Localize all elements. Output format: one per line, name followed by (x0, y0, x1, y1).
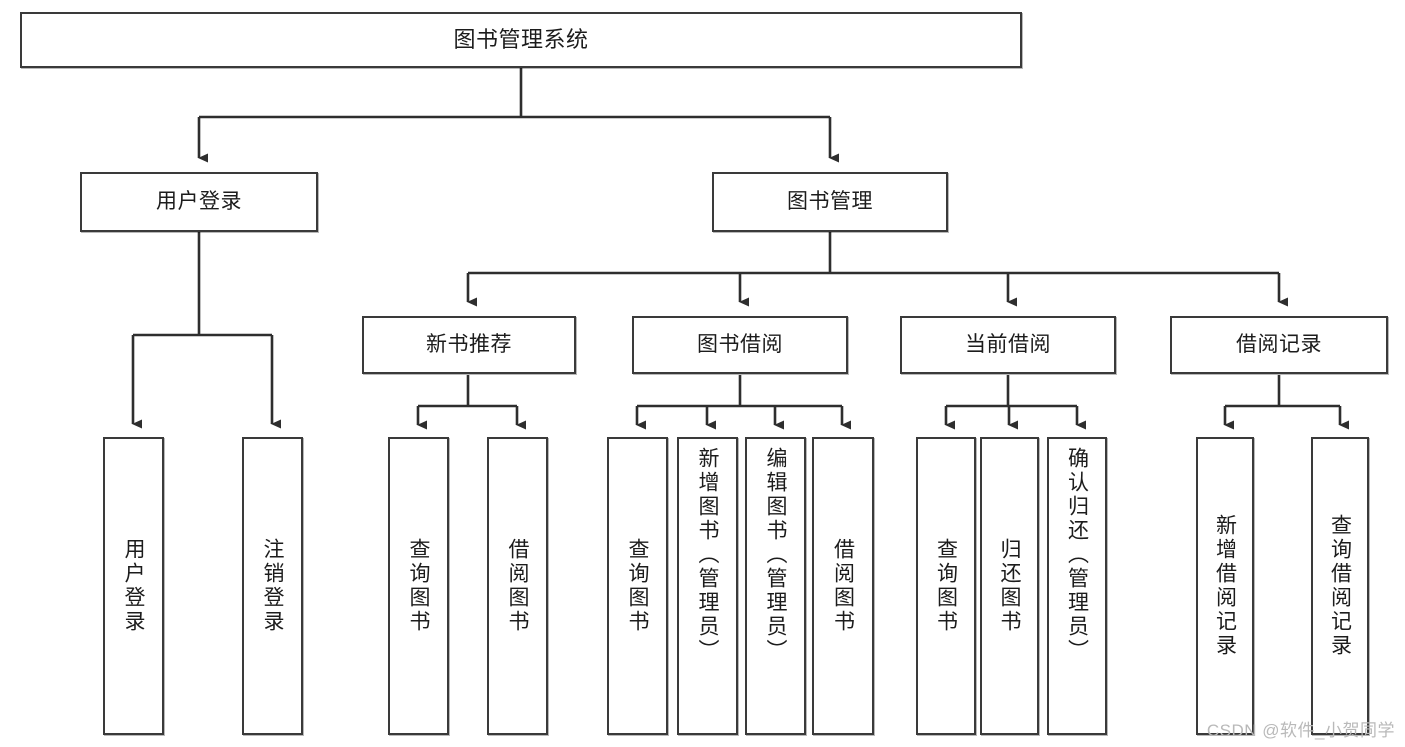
node-current-borrow-label: 当前借阅 (965, 333, 1051, 357)
node-new-book-recommendation-label: 新书推荐 (426, 333, 512, 357)
leaf-user-login[interactable]: 用户登录 (103, 437, 164, 735)
leaf-query-book-recommendation-label: 查询图书 (407, 538, 430, 634)
node-book-borrow-label: 图书借阅 (697, 333, 783, 357)
leaf-add-borrow-record[interactable]: 新增借阅记录 (1196, 437, 1254, 735)
node-borrow-record[interactable]: 借阅记录 (1170, 316, 1388, 374)
leaf-return-book-label: 归还图书 (998, 538, 1021, 634)
leaf-return-book[interactable]: 归还图书 (980, 437, 1039, 735)
leaf-borrow-book-borrow-label: 借阅图书 (831, 538, 855, 634)
leaf-confirm-return-admin[interactable]: 确认归还（管理员） (1047, 437, 1107, 735)
node-book-borrow[interactable]: 图书借阅 (632, 316, 848, 374)
leaf-query-borrow-record[interactable]: 查询借阅记录 (1311, 437, 1369, 735)
leaf-query-book-current[interactable]: 查询图书 (916, 437, 976, 735)
node-new-book-recommendation[interactable]: 新书推荐 (362, 316, 576, 374)
leaf-confirm-return-admin-label: 确认归还（管理员） (1065, 447, 1089, 663)
node-current-borrow[interactable]: 当前借阅 (900, 316, 1116, 374)
leaf-user-login-label: 用户登录 (122, 538, 145, 634)
watermark: CSDN @软件_小贺同学 (1206, 721, 1395, 740)
leaf-edit-book-admin-label: 编辑图书（管理员） (764, 447, 787, 663)
leaf-add-borrow-record-label: 新增借阅记录 (1213, 514, 1237, 658)
node-user-login[interactable]: 用户登录 (80, 172, 318, 232)
leaf-logout[interactable]: 注销登录 (242, 437, 303, 735)
leaf-add-book-admin[interactable]: 新增图书（管理员） (677, 437, 738, 735)
leaf-query-book-borrow-label: 查询图书 (626, 538, 649, 634)
node-book-management[interactable]: 图书管理 (712, 172, 948, 232)
leaf-query-book-borrow[interactable]: 查询图书 (607, 437, 668, 735)
leaf-query-borrow-record-label: 查询借阅记录 (1328, 514, 1352, 658)
node-borrow-record-label: 借阅记录 (1236, 333, 1322, 357)
leaf-add-book-admin-label: 新增图书（管理员） (696, 447, 719, 663)
leaf-edit-book-admin[interactable]: 编辑图书（管理员） (745, 437, 806, 735)
leaf-logout-label: 注销登录 (261, 538, 284, 634)
leaf-borrow-book-borrow[interactable]: 借阅图书 (812, 437, 874, 735)
node-root-label: 图书管理系统 (453, 26, 589, 52)
node-root[interactable]: 图书管理系统 (20, 12, 1022, 68)
leaf-query-book-current-label: 查询图书 (934, 538, 958, 634)
node-user-login-label: 用户登录 (156, 190, 242, 214)
leaf-query-book-recommendation[interactable]: 查询图书 (388, 437, 449, 735)
leaf-borrow-book-recommendation-label: 借阅图书 (506, 538, 529, 634)
leaf-borrow-book-recommendation[interactable]: 借阅图书 (487, 437, 548, 735)
node-book-management-label: 图书管理 (787, 190, 873, 214)
